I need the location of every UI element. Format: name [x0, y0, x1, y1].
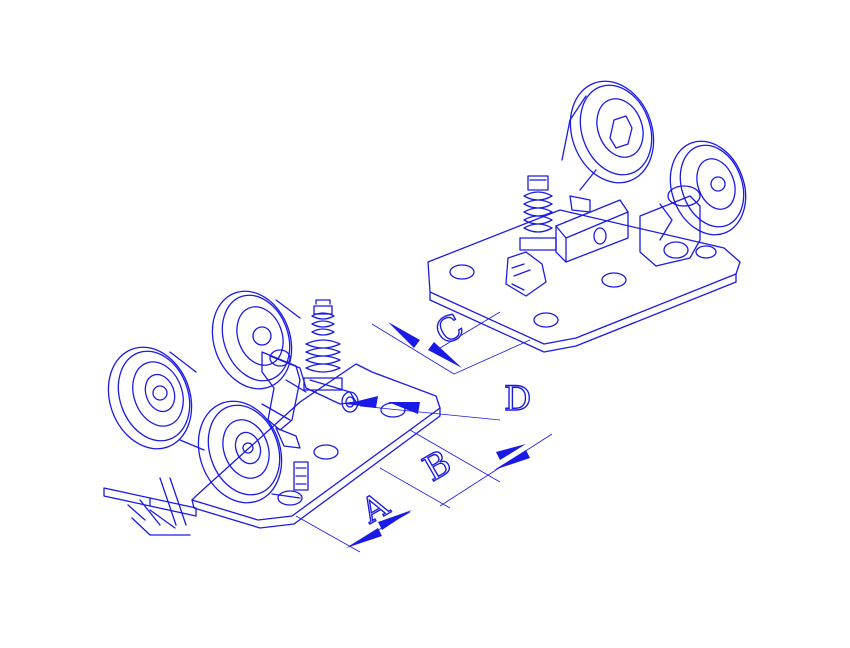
left-base-plate [191, 363, 441, 529]
right-trolley [427, 80, 747, 353]
left-front-wheel [197, 400, 309, 504]
dimension-label-d: D [504, 379, 531, 419]
right-upper-wheel [561, 80, 655, 191]
right-base-plate [427, 209, 741, 353]
right-spring-strut [519, 175, 557, 251]
i-beam-rail [103, 477, 197, 536]
left-trolley [103, 290, 441, 536]
dimension-label-b: B [417, 443, 459, 490]
left-upper-wheel [211, 290, 307, 393]
right-swing-beam [505, 195, 629, 297]
dimension-a: A [295, 467, 451, 553]
left-rear-wheel [107, 346, 205, 451]
left-swing-arm [261, 349, 359, 449]
right-lower-wheel [669, 140, 747, 236]
dimension-b: B [409, 429, 553, 507]
dimension-d: D [346, 378, 532, 421]
left-spring-strut [303, 299, 343, 391]
dimension-label-a: A [354, 485, 397, 533]
dimension-c: C [371, 305, 531, 375]
right-axle-bracket [639, 185, 701, 267]
